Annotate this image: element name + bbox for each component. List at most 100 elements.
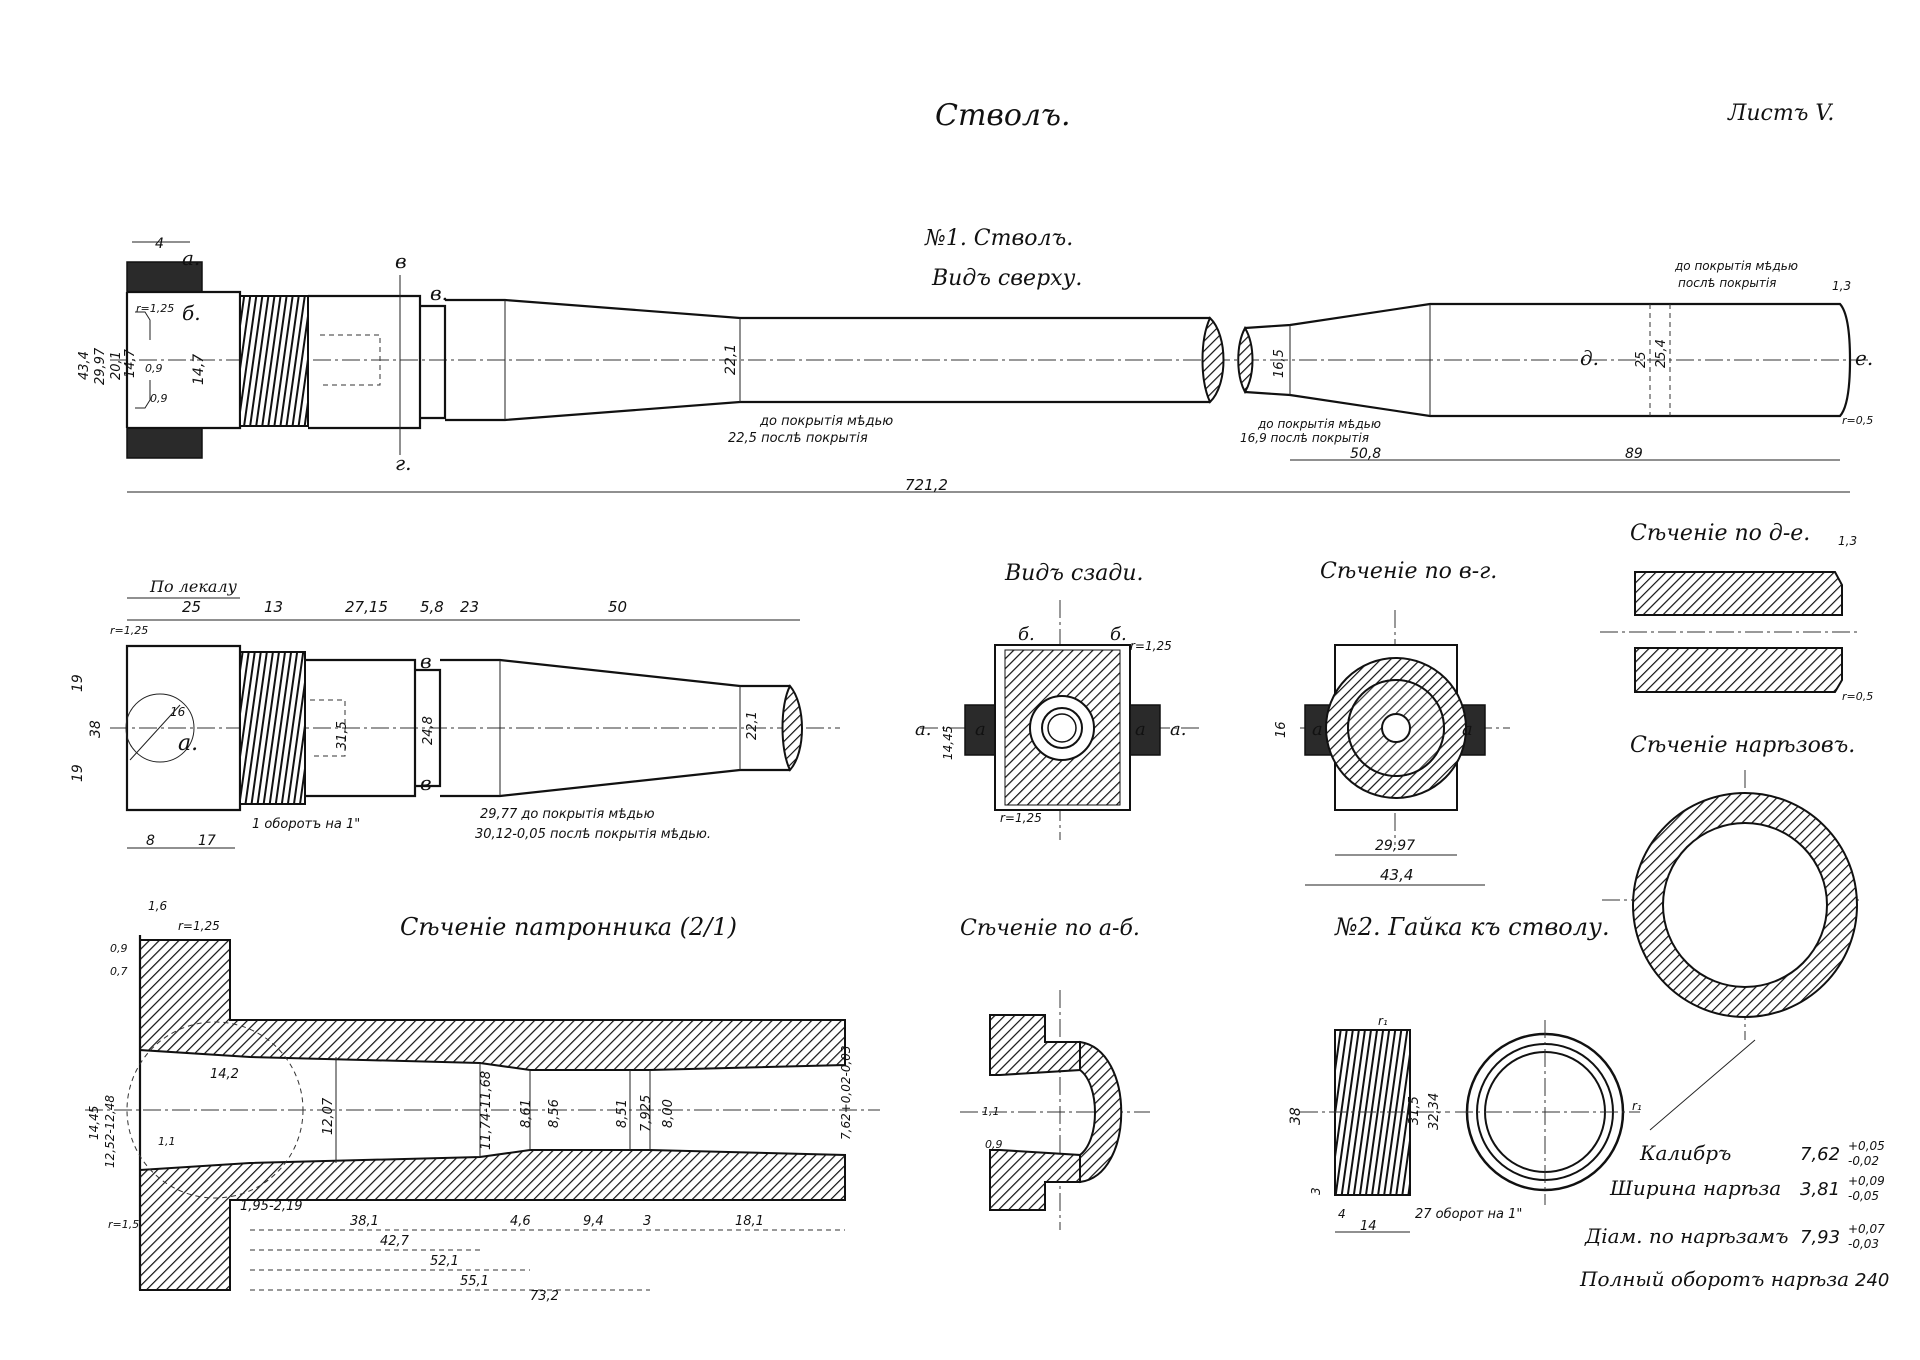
side-r125: r=1,25 — [110, 624, 148, 637]
label-e: е. — [1855, 346, 1873, 370]
seg-4: 23 — [460, 598, 479, 616]
dim-4: 4 — [155, 236, 164, 252]
dim-h2997: 29,97 — [93, 347, 108, 385]
label-v2: в. — [430, 281, 448, 305]
side-turn-note: 1 оборотъ на 1" — [252, 817, 360, 832]
vg-letter-0: а — [1312, 719, 1323, 740]
label-b: б. — [182, 301, 201, 325]
label-d: д. — [1580, 346, 1599, 370]
nut-d3234: 32,34 — [1427, 1093, 1442, 1130]
spec-label-3: Полный оборотъ нарѣза — [1579, 1267, 1849, 1291]
dim-h147b: 14,7 — [191, 354, 207, 385]
sheet-title: Стволъ. — [935, 98, 1071, 133]
note-after2: 16,9 послѣ покрытія — [1240, 431, 1369, 445]
spec-toldn-2: -0,03 — [1848, 1237, 1879, 1251]
label-a: а. — [182, 246, 200, 270]
chamber-title: Сѣченіе патронника (2/1) — [400, 913, 737, 941]
ch-d856: 8,56 — [547, 1099, 562, 1128]
side-d248: 24,8 — [421, 716, 436, 745]
nut-r-b: r₁ — [1632, 1099, 1642, 1113]
side-letter-v: в — [420, 649, 432, 673]
ch-d762: 7,62+0,02-0,03 — [839, 1045, 853, 1140]
ch-l3: 9,4 — [583, 1214, 604, 1229]
ch-d07: 0,7 — [110, 965, 128, 978]
note-after3: послѣ покрытія — [1678, 276, 1776, 290]
dim-221: 22,1 — [723, 344, 739, 375]
ab-d11: 1,1 — [982, 1105, 1000, 1118]
nut-d4: 4 — [1338, 1207, 1346, 1221]
spec-value-2: 7,93 — [1800, 1227, 1840, 1248]
section-d-e: Сѣченіе по д-е. 1,3 r=0,5 — [1600, 521, 1873, 703]
seg-3: 5,8 — [420, 598, 444, 616]
spec-value-1: 3,81 — [1800, 1179, 1840, 1200]
vg-d2997: 29,97 — [1375, 838, 1415, 854]
barrel-top-view: №1. Стволъ. Видъ сверху. а. б. — [77, 226, 1873, 494]
ch-l732: 73,2 — [530, 1289, 559, 1304]
side-gauge-label: По лекалу — [149, 577, 238, 596]
nut-d3: 3 — [1309, 1187, 1323, 1195]
side-h38: 38 — [88, 720, 104, 738]
dim-165: 16,5 — [1272, 349, 1287, 378]
spec-label-0: Калибръ — [1639, 1141, 1731, 1165]
rear-view-title: Видъ сзади. — [1004, 561, 1143, 586]
dim-09a: 0,9 — [145, 362, 163, 375]
ch-d1207: 12,07 — [321, 1097, 336, 1135]
spec-table: Калибръ 7,62 +0,05 -0,02 Ширина нарѣза 3… — [1579, 1139, 1889, 1291]
rear-letter-1: б. — [1110, 624, 1127, 645]
side-note1: 29,77 до покрытія мѣдью — [480, 807, 655, 822]
rear-letter-5: а. — [1170, 719, 1186, 740]
ab-d09: 0,9 — [985, 1138, 1003, 1151]
dim-total: 721,2 — [905, 476, 948, 494]
nut-turn-note: 27 оборот на 1" — [1415, 1207, 1522, 1222]
nut-d38: 38 — [1288, 1107, 1304, 1125]
section-a-b: Сѣченіе по а-б. 1,1 0,9 — [960, 916, 1150, 1230]
spec-tolup-1: +0,09 — [1848, 1174, 1885, 1188]
dim-508: 50,8 — [1350, 446, 1381, 462]
dim-254: 25,4 — [1654, 339, 1669, 368]
ch-l521: 52,1 — [430, 1254, 459, 1269]
side-letter-a: а. — [178, 731, 198, 756]
ch-d142: 14,2 — [210, 1067, 239, 1082]
seg-0: 25 — [182, 598, 201, 616]
barrel-side-view: По лекалу 25 13 27,15 5,8 23 50 r=1,25 1… — [70, 577, 840, 849]
rear-d1445: 14,45 — [941, 726, 955, 760]
ch-d11: 1,1 — [158, 1135, 176, 1148]
nut-r-a: r₁ — [1378, 1014, 1388, 1028]
ch-d16: 1,6 — [148, 899, 167, 913]
ch-l1: 38,1 — [350, 1214, 379, 1229]
note-after-copper: 22,5 послѣ покрытія — [728, 431, 868, 446]
spec-label-2: Діам. по нарѣзамъ — [1584, 1224, 1788, 1248]
spec-value-3: 240 — [1855, 1270, 1889, 1291]
section-grooves-title: Сѣченіе нарѣзовъ. — [1630, 733, 1855, 758]
sheet-number: Листъ V. — [1727, 101, 1834, 126]
side-h19a: 19 — [70, 674, 86, 692]
ch-d09: 0,9 — [110, 942, 128, 955]
seg-1: 13 — [264, 598, 283, 616]
ch-l4: 3 — [643, 1214, 651, 1229]
spec-toldn-0: -0,02 — [1848, 1154, 1879, 1168]
dim-13: 1,3 — [1832, 279, 1851, 293]
section-grooves: Сѣченіе нарѣзовъ. — [1602, 733, 1860, 1131]
note-before3: до покрытія мѣдью — [1674, 259, 1798, 273]
side-d221: 22,1 — [745, 711, 760, 740]
dim-25: 25 — [1634, 351, 1649, 368]
ch-d7925: 7,925 — [639, 1095, 654, 1132]
nut-d315: 31,5 — [1407, 1096, 1422, 1125]
dim-r05: r=0,5 — [1842, 414, 1873, 427]
ch-d861: 8,61 — [519, 1099, 534, 1128]
vg-d434: 43,4 — [1380, 866, 1413, 884]
side-note2: 30,12-0,05 послѣ покрытія мѣдью. — [475, 827, 711, 842]
nut-view: №2. Гайка къ стволу. 38 31,5 32,34 3 4 1… — [1288, 913, 1642, 1234]
ch-r125: r=1,25 — [178, 919, 220, 933]
ch-r15: r=1,5 — [108, 1218, 139, 1231]
section-ab-title: Сѣченіе по а-б. — [960, 916, 1140, 941]
seg-2: 27,15 — [345, 598, 388, 616]
label-g: г. — [395, 451, 411, 475]
dim-89: 89 — [1625, 446, 1643, 462]
note-before-copper: до покрытія мѣдью — [759, 414, 893, 429]
side-letter-v2: в — [420, 771, 432, 795]
nut-title: №2. Гайка къ стволу. — [1334, 913, 1610, 941]
ch-d1174: 11,74-11,68 — [479, 1071, 494, 1150]
rear-view: Видъ сзади. б. б. а. а а а. r=1,25 r=1,2… — [915, 561, 1200, 840]
